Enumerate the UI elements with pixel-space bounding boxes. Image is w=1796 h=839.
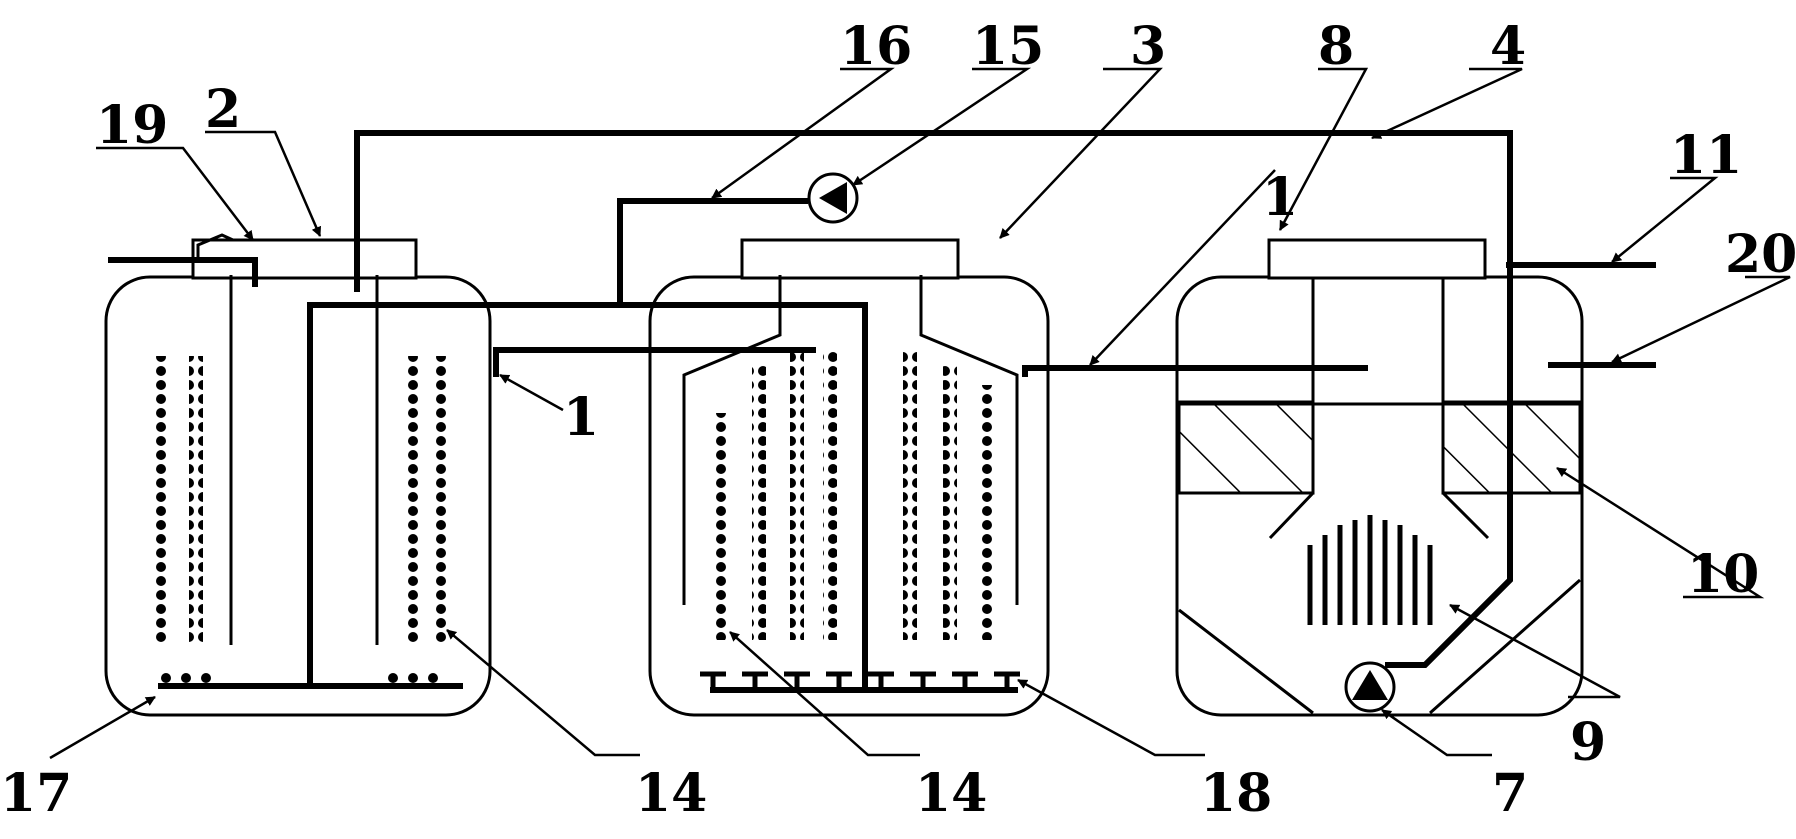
label-17: 17 — [0, 763, 72, 824]
packing-column — [189, 356, 203, 644]
packing-column — [979, 385, 993, 640]
label-19: 19 — [96, 95, 168, 156]
air-pipe-16-tank2-feed — [307, 302, 868, 687]
tank-3-lid — [1267, 238, 1487, 280]
tank-3 — [1175, 238, 1656, 717]
packing-column — [903, 350, 917, 640]
blower-15 — [807, 172, 859, 224]
tank-2-baffle-right — [919, 275, 1019, 605]
packing-column — [153, 356, 167, 644]
packing-column — [436, 356, 450, 644]
aerator-bubble — [428, 673, 438, 683]
aerator-bubble — [161, 673, 171, 683]
packing-column — [714, 413, 728, 640]
aerator-bubble — [181, 673, 191, 683]
label-20: 20 — [1725, 224, 1796, 285]
tank-1 — [104, 233, 816, 717]
overflow-pipe-1b — [1022, 365, 1368, 377]
label-3: 3 — [1130, 16, 1166, 77]
label-4: 4 — [1490, 16, 1526, 77]
packing-column — [752, 366, 766, 640]
tank-2-lid — [740, 238, 960, 280]
baffle-plates-9 — [1307, 515, 1433, 625]
label-15: 15 — [972, 16, 1044, 77]
leader-lines — [49, 67, 1791, 760]
inlet-hood — [196, 233, 234, 258]
pump-7 — [1344, 661, 1396, 713]
filter-layer-left — [1177, 400, 1315, 495]
label-7: 7 — [1492, 763, 1528, 824]
label-2: 2 — [205, 79, 241, 140]
label-14-left: 14 — [635, 763, 707, 824]
label-11: 11 — [1670, 125, 1742, 186]
label-18: 18 — [1200, 763, 1272, 824]
aerator-bubble — [201, 673, 211, 683]
center-tube — [1268, 278, 1490, 540]
label-10: 10 — [1687, 544, 1759, 605]
aerator-bubble — [388, 673, 398, 683]
return-pipe-8 — [354, 130, 1513, 668]
packing-column — [790, 350, 804, 640]
label-8: 8 — [1318, 16, 1354, 77]
tank-2 — [648, 238, 1368, 717]
label-1-right: 1 — [1262, 167, 1298, 228]
aerator-nozzles — [700, 671, 1020, 690]
packing-column — [943, 366, 957, 640]
aerator-bubble — [408, 673, 418, 683]
inlet-pipe-19 — [108, 257, 258, 287]
label-9: 9 — [1570, 712, 1606, 773]
tank-3-body — [1175, 275, 1584, 717]
label-14-middle: 14 — [915, 763, 987, 824]
packing-column — [405, 356, 419, 644]
hopper-bottom — [1178, 578, 1581, 715]
label-16: 16 — [840, 16, 912, 77]
air-pipe-16 — [617, 198, 808, 305]
overflow-pipe-1a — [493, 347, 816, 377]
packing-column — [823, 350, 837, 640]
label-1-left: 1 — [563, 387, 599, 448]
